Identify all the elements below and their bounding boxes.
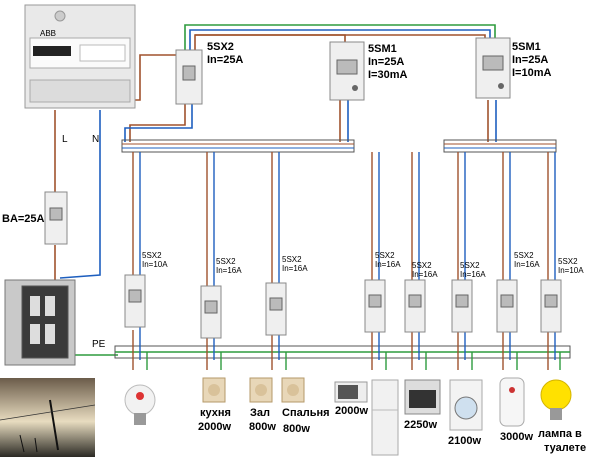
load-washer-power: 2100w — [448, 435, 481, 447]
oven-icon — [404, 379, 441, 415]
socket-bedroom-icon — [281, 377, 305, 403]
wire-label-earth: PE — [92, 339, 106, 350]
wire-label-neutral: N — [92, 134, 99, 145]
distribution-box — [4, 279, 76, 366]
branch-breaker-6-model: 5SX2 — [460, 261, 480, 270]
load-wires — [132, 330, 561, 370]
input-breaker-label: BA=25A — [2, 213, 45, 225]
branch-drop-wires — [132, 152, 556, 360]
branch-breaker-2-model: 5SX2 — [216, 257, 236, 266]
branch-breaker-8-rating: In=10A — [558, 266, 584, 275]
electric-meter: ABB — [24, 4, 136, 109]
meter-brand: ABB — [40, 29, 56, 38]
rcd-2-rating: In=25A — [512, 54, 548, 66]
yellow-lamp-icon — [540, 379, 572, 420]
load-hall-name: Зал — [250, 407, 270, 419]
branch-breaker-3-rating: In=16A — [282, 264, 308, 273]
load-boiler-power: 3000w — [500, 431, 533, 443]
busbar-left — [121, 139, 355, 153]
rcd-1-rating: In=25A — [368, 56, 404, 68]
load-bedroom-name: Спальня — [282, 407, 330, 419]
branch-breaker-2-rating: In=16A — [216, 266, 242, 275]
branch-breaker-3-model: 5SX2 — [282, 255, 302, 264]
microwave-icon — [334, 381, 368, 403]
top-feed-wires — [54, 24, 497, 356]
socket-kitchen-icon — [202, 377, 226, 403]
load-bedroom-power: 800w — [283, 423, 310, 435]
boiler-icon — [499, 377, 525, 427]
load-lamp-toilet-name: лампа в — [538, 428, 582, 440]
rcd-1: 5SM1 In=25A I=30mA — [329, 41, 407, 101]
load-hall-power: 800w — [249, 421, 276, 433]
branch-breaker-6-rating: In=16A — [460, 270, 486, 279]
branch-breaker-7-rating: In=16A — [514, 260, 540, 269]
main-breaker-rating: In=25A — [207, 54, 243, 66]
rcd-1-model: 5SM1 — [368, 43, 397, 55]
socket-hall-icon — [249, 377, 273, 403]
branch-breaker-1-rating: In=10A — [142, 260, 168, 269]
branch-breaker-8-model: 5SX2 — [558, 257, 578, 266]
branch-breaker-4-rating: In=16A — [375, 260, 401, 269]
main-breaker: 5SX2 In=25A — [175, 41, 243, 105]
load-oven-power: 2250w — [404, 419, 437, 431]
busbar-right — [443, 139, 557, 153]
branch-breaker-5-model: 5SX2 — [412, 261, 432, 270]
load-lamp-toilet-name2: туалете — [544, 442, 586, 454]
rcd-2-leak: I=10mA — [512, 67, 551, 79]
power-line-photo — [0, 378, 96, 457]
load-kitchen-power: 2000w — [198, 421, 231, 433]
rcd-2-model: 5SM1 — [512, 41, 541, 53]
main-breaker-model: 5SX2 — [207, 41, 234, 53]
branch-breaker-5-rating: In=16A — [412, 270, 438, 279]
branch-breaker-7-model: 5SX2 — [514, 251, 534, 260]
input-breaker: BA=25A — [2, 191, 68, 245]
rcd-1-leak: I=30mA — [368, 69, 407, 81]
load-microwave-power: 2000w — [335, 405, 368, 417]
load-kitchen-name: кухня — [200, 407, 231, 419]
wire-label-line: L — [62, 134, 68, 145]
busbars — [114, 139, 571, 359]
washer-icon — [449, 379, 483, 431]
branch-breaker-1-model: 5SX2 — [142, 251, 162, 260]
branch-breaker-4-model: 5SX2 — [375, 251, 395, 260]
fridge-icon — [371, 379, 399, 456]
rcd-2: 5SM1 In=25A I=10mA — [475, 37, 551, 99]
lamp-icon — [124, 384, 156, 425]
